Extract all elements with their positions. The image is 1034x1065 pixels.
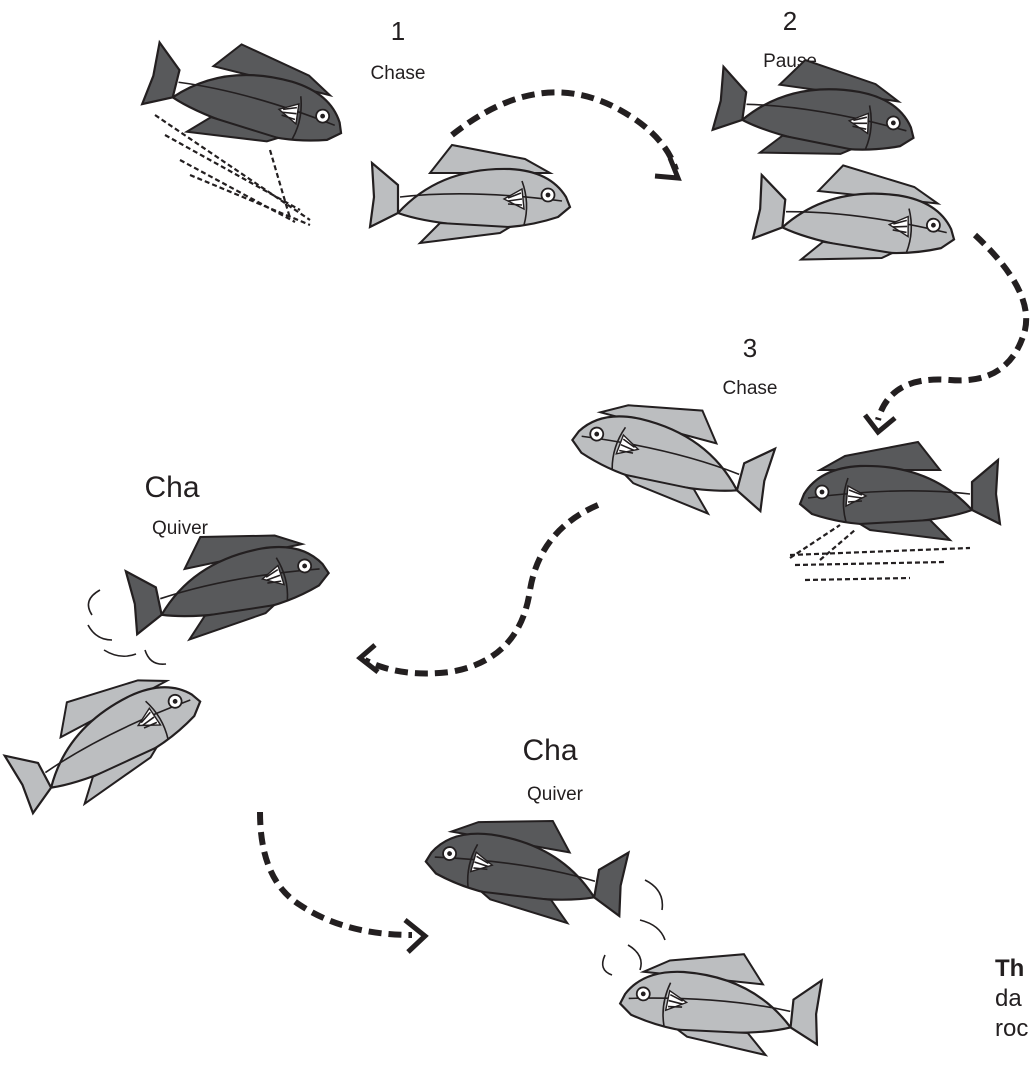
- arrow-3-to-4: [356, 502, 600, 677]
- arrow-1-to-2: [450, 89, 682, 181]
- quiver-marks-4: [87, 589, 167, 666]
- caption-line-1: Th: [995, 955, 1024, 982]
- step-3-label: Chase: [723, 378, 778, 399]
- dark-fish-5: [418, 799, 635, 933]
- dark-fish-2: [709, 47, 924, 175]
- step-4-title: Cha: [144, 471, 199, 504]
- light-fish-2: [750, 155, 962, 277]
- light-fish-4: [0, 645, 219, 829]
- light-fish-5: [615, 940, 827, 1062]
- egg-trail-3: [789, 524, 971, 582]
- caption-line-2: da: [995, 985, 1022, 1012]
- step-4-label: Quiver: [152, 518, 209, 539]
- dark-fish-3: [798, 440, 1002, 542]
- egg-trail-1: [154, 114, 311, 227]
- arrow-4-to-5: [257, 811, 429, 954]
- caption-line-3: roc: [995, 1015, 1028, 1042]
- step-3-number: 3: [743, 333, 757, 363]
- step-5-title: Cha: [522, 734, 577, 767]
- step-1-number: 1: [391, 16, 405, 46]
- step-1-label: Chase: [371, 63, 426, 84]
- quiver-marks-5: [601, 879, 666, 976]
- dark-fish-1: [137, 23, 358, 170]
- step-5-label: Quiver: [527, 784, 584, 805]
- step-2-number: 2: [783, 6, 797, 36]
- light-fish-1: [368, 143, 572, 245]
- arrow-2-to-3: [863, 232, 1030, 436]
